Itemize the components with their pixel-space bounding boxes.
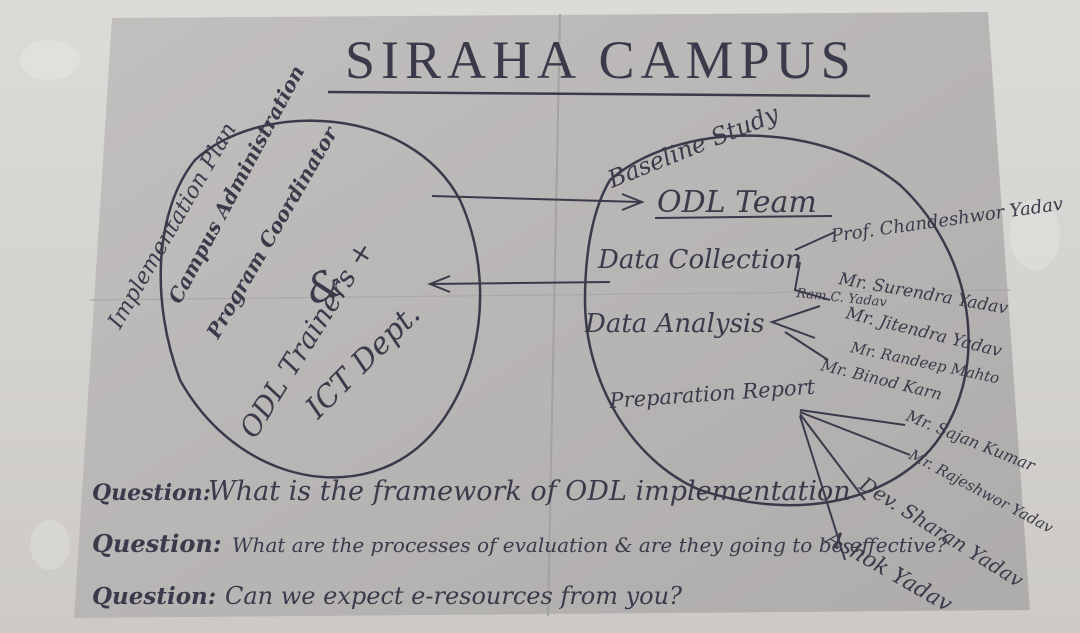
question-3: Question: Can we expect e-resources from… (92, 582, 682, 610)
question-text: What are the processes of evaluation & a… (232, 533, 947, 557)
paper-sheet (74, 12, 1030, 618)
question-2: Question: What are the processes of eval… (92, 529, 947, 558)
connector-line (768, 305, 821, 339)
floor-texture (20, 40, 80, 80)
connector-line (794, 231, 836, 251)
connector-line (784, 331, 829, 361)
floor-texture (30, 520, 70, 570)
question-label: Question: (92, 583, 216, 610)
odl-team-label: ODL Team (657, 185, 817, 220)
connector-line (793, 261, 831, 301)
paper-fold (89, 289, 1011, 301)
question-label: Question: (92, 480, 211, 506)
floor-texture (1010, 200, 1060, 270)
question-text: Can we expect e-resources from you? (225, 582, 682, 610)
arrow-left (429, 281, 611, 285)
arrow-right (431, 195, 641, 203)
stage-data-analysis: Data Analysis (584, 309, 765, 339)
page-title: SIRAHA CAMPUS (345, 30, 857, 90)
left-circle (159, 119, 482, 479)
connector-line (799, 411, 911, 456)
arrow-right-head (621, 193, 645, 211)
right-circle (583, 134, 970, 507)
question-label: Question: (92, 529, 222, 558)
arrow-left-head (427, 275, 451, 293)
paper-fold (547, 13, 561, 617)
question-text: What is the framework of ODL implementat… (208, 476, 851, 507)
connector-line (799, 409, 906, 426)
odl-team-underline (654, 215, 833, 219)
question-1: Question: What is the framework of ODL i… (92, 476, 851, 507)
stage-data-collection: Data Collection (597, 245, 802, 275)
connector-line (799, 415, 846, 561)
connector-line (799, 413, 866, 501)
title-underline (327, 90, 871, 98)
